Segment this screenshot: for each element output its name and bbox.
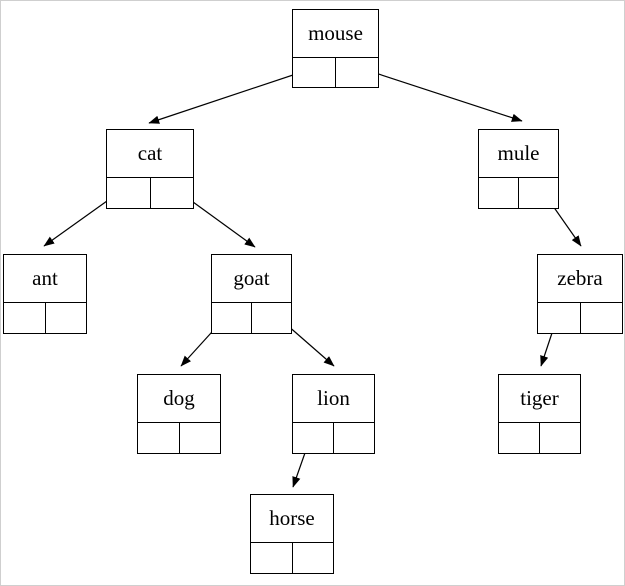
tree-node-pointers-ant bbox=[4, 303, 86, 333]
tree-node-label-ant: ant bbox=[4, 255, 86, 303]
tree-node-zebra[interactable]: zebra bbox=[537, 254, 623, 334]
right-pointer-cell-goat[interactable] bbox=[252, 303, 291, 333]
tree-node-label-tiger: tiger bbox=[499, 375, 580, 423]
left-pointer-cell-dog[interactable] bbox=[138, 423, 180, 453]
tree-node-pointers-mouse bbox=[293, 58, 378, 87]
left-pointer-cell-goat[interactable] bbox=[212, 303, 252, 333]
tree-node-label-lion: lion bbox=[293, 375, 374, 423]
left-pointer-cell-zebra[interactable] bbox=[538, 303, 581, 333]
left-pointer-cell-cat[interactable] bbox=[107, 178, 151, 208]
tree-node-cat[interactable]: cat bbox=[106, 129, 194, 209]
tree-node-pointers-dog bbox=[138, 423, 220, 453]
tree-node-pointers-goat bbox=[212, 303, 291, 333]
tree-node-pointers-lion bbox=[293, 423, 374, 453]
tree-node-label-mouse: mouse bbox=[293, 10, 378, 58]
tree-node-dog[interactable]: dog bbox=[137, 374, 221, 454]
right-pointer-cell-horse[interactable] bbox=[293, 543, 334, 573]
tree-node-pointers-mule bbox=[479, 178, 558, 208]
tree-node-label-horse: horse bbox=[251, 495, 333, 543]
tree-edge-mouse-to-cat bbox=[148, 67, 315, 124]
right-pointer-cell-mule[interactable] bbox=[519, 178, 558, 208]
tree-node-ant[interactable]: ant bbox=[3, 254, 87, 334]
tree-node-label-cat: cat bbox=[107, 130, 193, 178]
left-pointer-cell-tiger[interactable] bbox=[499, 423, 540, 453]
left-pointer-cell-mouse[interactable] bbox=[293, 58, 336, 87]
left-pointer-cell-lion[interactable] bbox=[293, 423, 334, 453]
right-pointer-cell-cat[interactable] bbox=[151, 178, 194, 208]
right-pointer-cell-mouse[interactable] bbox=[336, 58, 378, 87]
tree-node-goat[interactable]: goat bbox=[211, 254, 292, 334]
tree-node-pointers-tiger bbox=[499, 423, 580, 453]
right-pointer-cell-ant[interactable] bbox=[46, 303, 87, 333]
left-pointer-cell-mule[interactable] bbox=[479, 178, 519, 208]
tree-node-label-goat: goat bbox=[212, 255, 291, 303]
left-pointer-cell-horse[interactable] bbox=[251, 543, 293, 573]
left-pointer-cell-ant[interactable] bbox=[4, 303, 46, 333]
right-pointer-cell-zebra[interactable] bbox=[581, 303, 623, 333]
tree-edge-mouse-to-mule bbox=[353, 65, 523, 122]
tree-node-label-zebra: zebra bbox=[538, 255, 622, 303]
tree-node-pointers-cat bbox=[107, 178, 193, 208]
tree-node-tiger[interactable]: tiger bbox=[498, 374, 581, 454]
right-pointer-cell-tiger[interactable] bbox=[540, 423, 580, 453]
tree-node-pointers-zebra bbox=[538, 303, 622, 333]
tree-node-mule[interactable]: mule bbox=[478, 129, 559, 209]
tree-node-mouse[interactable]: mouse bbox=[292, 9, 379, 88]
right-pointer-cell-lion[interactable] bbox=[334, 423, 374, 453]
tree-node-label-mule: mule bbox=[479, 130, 558, 178]
tree-node-label-dog: dog bbox=[138, 375, 220, 423]
right-pointer-cell-dog[interactable] bbox=[180, 423, 221, 453]
tree-node-lion[interactable]: lion bbox=[292, 374, 375, 454]
tree-node-pointers-horse bbox=[251, 543, 333, 573]
tree-node-horse[interactable]: horse bbox=[250, 494, 334, 574]
